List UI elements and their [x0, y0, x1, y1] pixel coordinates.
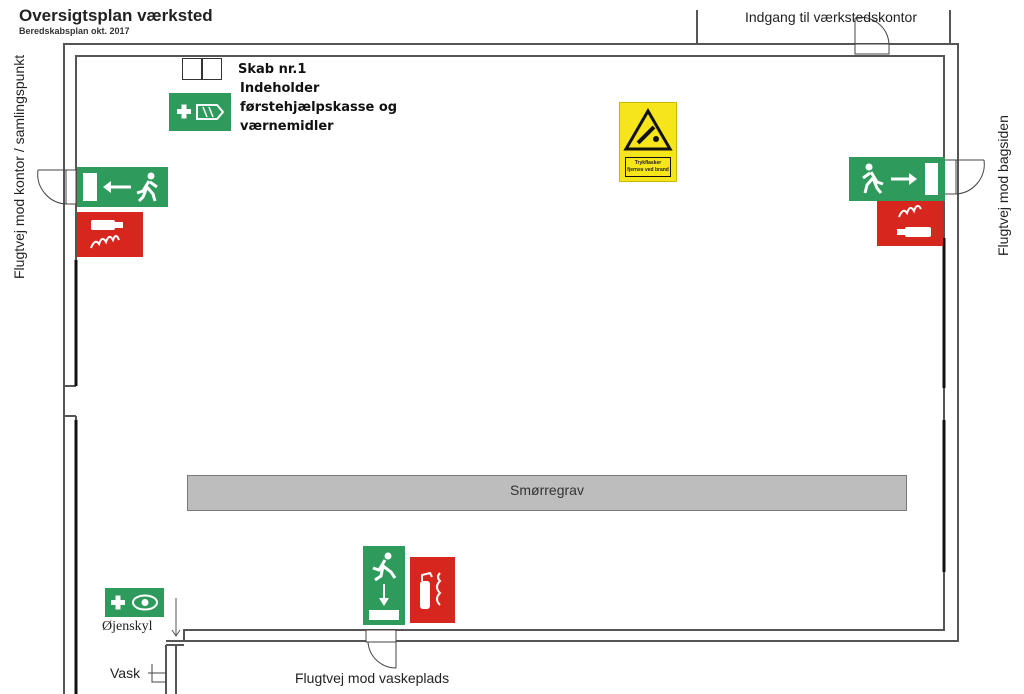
exit-left-icon [77, 167, 168, 207]
grease-pit: Smørregrav [187, 475, 907, 511]
entrance-office-label: Indgang til værkstedskontor [745, 9, 917, 25]
fire-extinguisher-icon [77, 212, 143, 257]
eyewash-label: Øjenskyl [102, 619, 153, 634]
fire-extinguisher-icon [410, 557, 455, 623]
eyewash-icon [105, 588, 164, 617]
escape-back-label: Flugtvej mod bagsiden [995, 115, 1011, 256]
cabinet-line-1: Indeholder [240, 81, 320, 96]
page-subtitle: Beredskabsplan okt. 2017 [19, 26, 130, 36]
sink-label: Vask [110, 665, 141, 681]
cabinet-symbol [182, 58, 222, 80]
grease-pit-label: Smørregrav [510, 482, 584, 498]
exit-right-icon [849, 157, 945, 201]
cabinet-line-2: førstehjælpskasse og [240, 100, 398, 115]
warning-line-1: Trykflasker [634, 160, 662, 166]
escape-wash-label: Flugtvej mod vaskeplads [295, 670, 450, 686]
escape-office-label: Flugtvej mod kontor / samlingspunkt [11, 54, 27, 279]
warning-line-2: fjernes ved brand [627, 167, 669, 173]
page-title: Oversigtsplan værksted [19, 6, 213, 25]
pressurized-gas-warning-icon: Trykflasker fjernes ved brand [619, 102, 677, 182]
cabinet-name: Skab nr.1 [238, 62, 307, 77]
fire-extinguisher-icon [877, 201, 943, 246]
cabinet-line-3: værnemidler [240, 119, 334, 134]
exit-down-icon [363, 546, 405, 625]
first-aid-icon [169, 93, 231, 131]
